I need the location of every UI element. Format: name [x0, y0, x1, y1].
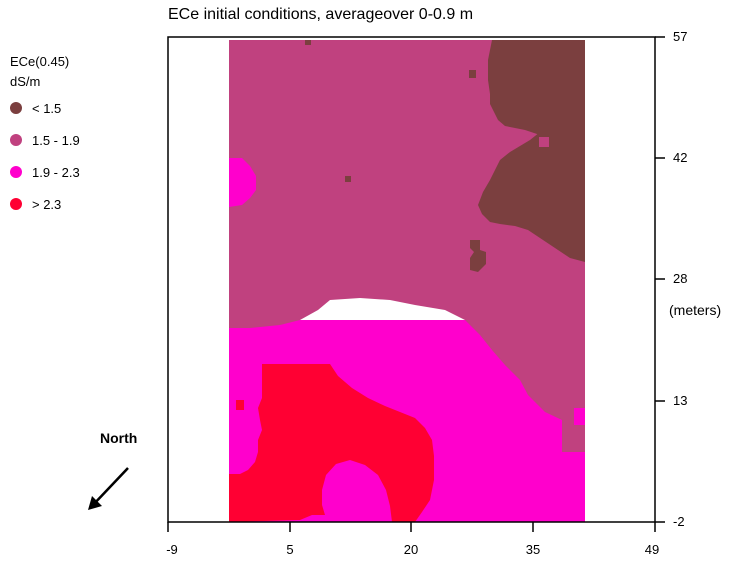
zone-speck: [345, 176, 351, 182]
legend-item: < 1.5: [10, 92, 140, 124]
x-tick-label: -9: [166, 542, 178, 557]
legend-title: ECe(0.45): [10, 54, 70, 69]
zone-speck: [539, 137, 549, 147]
legend-item-label: < 1.5: [32, 100, 62, 116]
zone-brown: [478, 40, 585, 262]
x-axis: [167, 522, 656, 532]
legend-item: > 2.3: [10, 188, 140, 220]
y-axis: [655, 36, 665, 523]
y-axis-unit: (meters): [669, 302, 722, 318]
zone-speck: [470, 240, 486, 272]
north-label: North: [100, 430, 138, 446]
zone-speck: [236, 400, 244, 410]
x-tick-label: 5: [286, 542, 293, 557]
legend-item: 1.9 - 2.3: [10, 156, 140, 188]
legend-swatch-icon: [10, 198, 22, 210]
legend-item: 1.5 - 1.9: [10, 124, 140, 156]
legend-swatch-icon: [10, 166, 22, 178]
y-tick-label: -2: [673, 514, 685, 529]
zone-speck: [469, 70, 476, 78]
zone-magenta-bump: [229, 158, 256, 207]
y-tick-label: 42: [673, 150, 687, 165]
legend-swatch-icon: [10, 134, 22, 146]
legend: ECe(0.45) dS/m < 1.5 1.5 - 1.9 1.9 - 2.3…: [10, 52, 140, 220]
north-indicator: North: [86, 430, 156, 520]
y-tick-label: 13: [673, 393, 687, 408]
x-tick-label: 49: [645, 542, 659, 557]
zone-speck: [305, 40, 311, 45]
legend-swatch-icon: [10, 102, 22, 114]
north-arrow-icon: [88, 467, 129, 510]
x-tick-label: 20: [404, 542, 418, 557]
legend-item-label: 1.5 - 1.9: [32, 132, 80, 148]
map-title: ECe initial conditions, averageover 0-0.…: [168, 6, 474, 23]
y-tick-label: 57: [673, 29, 687, 44]
legend-unit: dS/m: [10, 74, 41, 89]
zone-pink: [229, 40, 585, 452]
x-tick-label: 35: [526, 542, 540, 557]
y-tick-label: 28: [673, 271, 687, 286]
zone-red: [229, 364, 434, 522]
legend-item-label: 1.9 - 2.3: [32, 164, 80, 180]
legend-item-label: > 2.3: [32, 196, 62, 212]
